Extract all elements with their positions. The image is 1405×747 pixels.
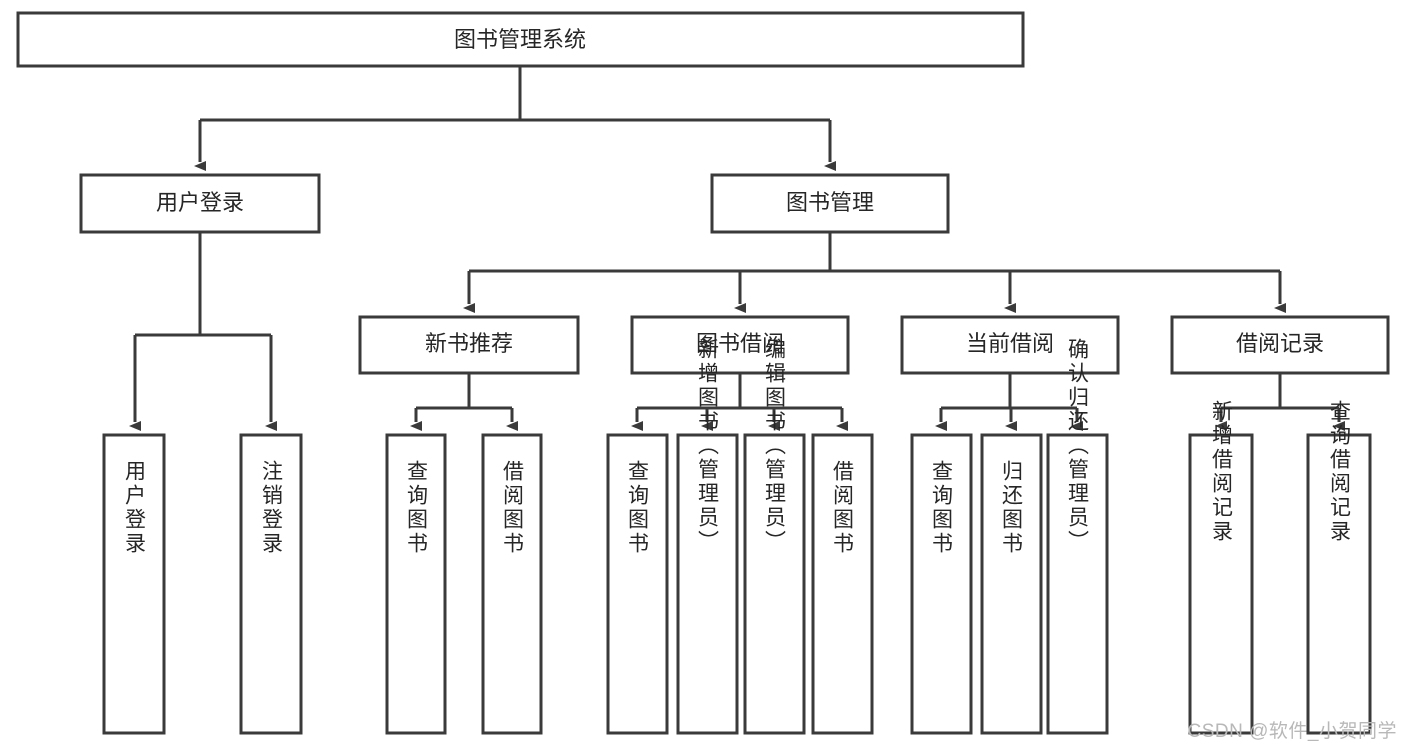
node-leaf-add-borrow-record-box xyxy=(1188,433,1254,735)
node-leaf-query-borrow-record-label: 查询借阅记录 xyxy=(1328,400,1352,544)
connector-group-book-mgmt-to-level3 xyxy=(463,232,1286,313)
node-leaf-borrow-book-borrow-box xyxy=(811,433,874,735)
node-leaf-borrow-book-rec[interactable]: 借阅图书 xyxy=(481,433,543,735)
node-leaf-borrow-book-rec-box xyxy=(481,433,543,735)
node-new-book-recommend[interactable]: 新书推荐 xyxy=(358,315,580,375)
node-book-borrow[interactable]: 图书借阅 xyxy=(630,315,850,375)
node-leaf-query-book-current[interactable]: 查询图书 xyxy=(910,433,973,735)
node-book-borrow-box xyxy=(630,315,850,375)
connector-group-new-book-to-leaves xyxy=(410,373,518,431)
node-leaf-add-borrow-record[interactable]: 新增借阅记录 xyxy=(1188,400,1254,735)
node-leaf-edit-book-admin[interactable]: 编辑图书（管理员） xyxy=(743,338,806,735)
node-leaf-query-book-rec-label: 查询图书 xyxy=(405,460,429,556)
node-leaf-user-login[interactable]: 用户登录 xyxy=(102,433,166,735)
node-book-management[interactable]: 图书管理 xyxy=(710,173,950,234)
node-current-borrow-label: 当前借阅 xyxy=(966,331,1054,356)
connector-group-root-to-level2 xyxy=(194,66,836,171)
connector-group-current-to-leaves xyxy=(935,373,1083,431)
node-book-borrow-label: 图书借阅 xyxy=(696,331,784,356)
node-leaf-query-book-borrow-label: 查询图书 xyxy=(626,460,650,556)
node-book-management-box xyxy=(710,173,950,234)
node-leaf-query-book-borrow[interactable]: 查询图书 xyxy=(606,433,669,735)
node-leaf-edit-book-admin-label: 编辑图书（管理员） xyxy=(763,338,787,554)
node-leaf-add-book-admin[interactable]: 新增图书（管理员） xyxy=(676,338,739,735)
node-leaf-query-book-borrow-box xyxy=(606,433,669,735)
node-leaf-confirm-return-admin[interactable]: 确认归还（管理员） xyxy=(1046,338,1109,735)
node-borrow-records-label: 借阅记录 xyxy=(1236,331,1324,356)
node-leaf-query-book-rec-box xyxy=(385,433,447,735)
connector-group-records-to-leaves xyxy=(1215,373,1345,431)
node-root-system-label: 图书管理系统 xyxy=(454,27,586,52)
node-leaf-borrow-book-borrow-label: 借阅图书 xyxy=(831,460,855,556)
node-leaf-add-book-admin-label: 新增图书（管理员） xyxy=(696,338,720,554)
node-leaf-user-login-label: 用户登录 xyxy=(123,460,147,556)
node-root-system-box xyxy=(16,11,1025,68)
node-leaf-logout[interactable]: 注销登录 xyxy=(239,433,303,735)
connector-group-user-login-to-leaves xyxy=(129,232,277,431)
node-current-borrow[interactable]: 当前借阅 xyxy=(900,315,1120,375)
node-leaf-return-book[interactable]: 归还图书 xyxy=(980,433,1043,735)
node-user-login-label: 用户登录 xyxy=(156,190,244,215)
node-leaf-query-borrow-record[interactable]: 查询借阅记录 xyxy=(1306,400,1372,735)
connector-group-borrow-to-leaves xyxy=(631,373,848,431)
node-leaf-logout-box xyxy=(239,433,303,735)
node-leaf-confirm-return-admin-box xyxy=(1046,433,1109,735)
node-leaf-add-borrow-record-label: 新增借阅记录 xyxy=(1210,400,1234,544)
node-leaf-add-book-admin-box xyxy=(676,433,739,735)
node-leaf-user-login-box xyxy=(102,433,166,735)
node-root-system[interactable]: 图书管理系统 xyxy=(16,11,1025,68)
node-current-borrow-box xyxy=(900,315,1120,375)
node-user-login-box xyxy=(79,173,321,234)
node-borrow-records[interactable]: 借阅记录 xyxy=(1170,315,1390,375)
node-leaf-borrow-book-rec-label: 借阅图书 xyxy=(501,460,525,556)
node-leaf-return-book-box xyxy=(980,433,1043,735)
node-book-management-label: 图书管理 xyxy=(786,190,874,215)
node-leaf-return-book-label: 归还图书 xyxy=(1000,460,1024,556)
node-user-login[interactable]: 用户登录 xyxy=(79,173,321,234)
node-leaf-logout-label: 注销登录 xyxy=(260,460,284,556)
node-leaf-query-book-current-box xyxy=(910,433,973,735)
node-new-book-recommend-label: 新书推荐 xyxy=(425,331,513,356)
node-leaf-confirm-return-admin-label: 确认归还（管理员） xyxy=(1066,338,1090,554)
node-leaf-query-book-rec[interactable]: 查询图书 xyxy=(385,433,447,735)
node-leaf-borrow-book-borrow[interactable]: 借阅图书 xyxy=(811,433,874,735)
node-leaf-edit-book-admin-box xyxy=(743,433,806,735)
node-new-book-recommend-box xyxy=(358,315,580,375)
node-leaf-query-borrow-record-box xyxy=(1306,433,1372,735)
node-borrow-records-box xyxy=(1170,315,1390,375)
node-leaf-query-book-current-label: 查询图书 xyxy=(930,460,954,556)
csdn-watermark: CSDN @软件_小贺同学 xyxy=(1187,721,1397,742)
